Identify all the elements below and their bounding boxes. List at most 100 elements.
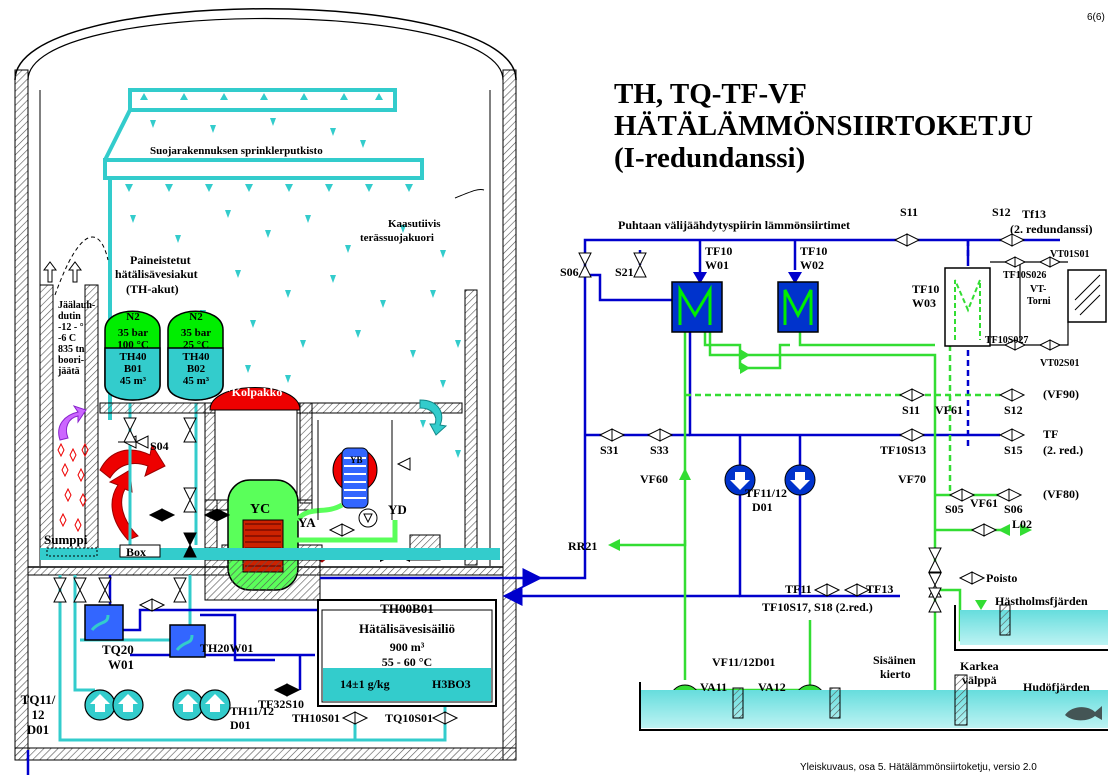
- w02-label-1: TF10: [800, 244, 828, 258]
- ice-label-1: Jäälauh-: [58, 300, 96, 311]
- s12b-label: S12: [1004, 403, 1023, 417]
- heat-exchangers: [671, 267, 1107, 347]
- s15-label: S15: [1004, 443, 1023, 457]
- hastholm-label: Hästholmsfjärden: [995, 594, 1088, 608]
- sprinkler-label: Suojarakennuksen sprinklerputkisto: [150, 145, 323, 157]
- tf10s13-label: TF10S13: [880, 443, 927, 457]
- tank-boron: 14±1 g/kg: [340, 677, 390, 691]
- hx-label: Puhtaan välijäähdytyspiirin lämmönsiirti…: [618, 218, 851, 232]
- s06b-label: S06: [1004, 502, 1023, 516]
- va12-label: VA12: [758, 680, 786, 694]
- hx-inlet-arrows: [693, 272, 802, 284]
- va11-label: VA11: [700, 680, 728, 694]
- w01-label-2: W01: [705, 258, 729, 272]
- tank-chem: H3BO3: [432, 677, 471, 691]
- title-line-3: (I-redundanssi): [614, 142, 806, 174]
- w03-label-2: W03: [912, 296, 936, 310]
- tank-name: Hätälisävesisäiliö: [358, 621, 456, 636]
- ice-condenser: [39, 236, 109, 556]
- rr21-label: RR21: [568, 539, 598, 553]
- yb-label: YB: [350, 455, 363, 465]
- poisto-label: Poisto: [986, 571, 1018, 585]
- tf1112-label-1: TF11/12: [745, 486, 788, 500]
- vf70-label: VF70: [898, 472, 926, 486]
- tank-volume: 900 m³: [389, 640, 425, 654]
- s06-label: S06: [560, 265, 579, 279]
- tf13-label-1: Tf13: [1022, 207, 1046, 221]
- tf10s17-label: TF10S17, S18 (2.red.): [762, 600, 873, 614]
- s12-label: S12: [992, 205, 1011, 219]
- kolpakko-label: "Kolpakko": [225, 385, 290, 399]
- ice-label-5: 835 tn: [58, 344, 85, 355]
- tq10s01-label: TQ10S01: [385, 711, 434, 725]
- tf-red-label: (2. red.): [1043, 443, 1084, 457]
- karkea-label-1: Karkea: [960, 659, 999, 673]
- acc1-volume: 45 m³: [119, 375, 147, 387]
- th1112-label-1: TH11/12: [230, 704, 275, 718]
- vt01s01-label: VT01S01: [1050, 249, 1090, 260]
- th20w01-label: TH20W01: [200, 641, 254, 655]
- acc1-pressure: 35 bar: [117, 327, 149, 339]
- w01-label-1: TF10: [705, 244, 733, 258]
- accumulator-title-3: (TH-akut): [126, 282, 179, 296]
- yd-label: YD: [388, 502, 407, 517]
- steel-shell-label-1: Kaasutiivis: [388, 218, 441, 230]
- sisainen-label-2: kierto: [880, 667, 911, 681]
- page-title: TH, TQ-TF-VF HÄTÄLÄMMÖNSIIRTOKETJU (I-re…: [614, 78, 1033, 174]
- ice-label-6: boori-: [58, 355, 85, 366]
- acc2-id1: TH40: [182, 351, 210, 363]
- tq20-label-1: TQ20: [102, 642, 134, 657]
- accumulator-title-2: hätälisävesiakut: [115, 267, 198, 281]
- tq11-label-2: 12: [31, 707, 45, 722]
- tf11-label: TF11: [785, 582, 812, 596]
- s11b-label: S11: [902, 403, 921, 417]
- th-valves: [118, 417, 356, 558]
- sprinkler-nozzles: [125, 93, 461, 458]
- acc2-id2: B02: [186, 363, 206, 375]
- w02-label-2: W02: [800, 258, 824, 272]
- tf10s026-label: TF10S026: [1003, 270, 1047, 281]
- l02-label: L02: [1012, 517, 1033, 531]
- box-label: Box: [126, 545, 147, 559]
- tf13-label-2: (2. redundanssi): [1010, 222, 1093, 236]
- tq11-label: TQ11/ 12 D01: [20, 692, 56, 737]
- accumulator-title-1: Paineistetut: [130, 253, 191, 267]
- tf-label: TF: [1043, 427, 1059, 441]
- vf80-label: (VF80): [1043, 487, 1079, 501]
- s11-label: S11: [900, 205, 919, 219]
- s21-label: S21: [615, 265, 634, 279]
- sea-basins: [639, 604, 1108, 731]
- vf61b-label: VF61: [970, 496, 998, 510]
- karkea-label-2: välppä: [962, 673, 997, 687]
- vf61-label: VF61: [935, 403, 963, 417]
- acc2-volume: 45 m³: [182, 375, 210, 387]
- th10s01-label: TH10S01: [292, 711, 341, 725]
- vt-label-2: Torni: [1027, 296, 1051, 307]
- accumulator-1-text: N2 35 bar 100 °C TH40 B01 45 m³: [108, 311, 158, 387]
- tf32s10-label: TF32S10: [258, 697, 305, 711]
- acc1-id1: TH40: [119, 351, 147, 363]
- acc2-pressure: 35 bar: [180, 327, 212, 339]
- ice-label-3: -12 - °: [58, 322, 84, 333]
- ya-label: YA: [298, 515, 316, 530]
- title-line-1: TH, TQ-TF-VF: [614, 78, 807, 110]
- s33-label: S33: [650, 443, 669, 457]
- ice-label-4: -6 C: [58, 333, 77, 344]
- s05-label: S05: [945, 502, 964, 516]
- acc2-gas: N2: [189, 311, 203, 323]
- tf10s027-label: TF10S027: [985, 335, 1029, 346]
- acc1-id2: B01: [123, 363, 143, 375]
- tq20-label-2: W01: [108, 657, 134, 672]
- ice-label-7: jäätä: [58, 366, 80, 377]
- w03-label-1: TF10: [912, 282, 940, 296]
- sprinkler-piping: [103, 88, 424, 420]
- vf60-label: VF60: [640, 472, 668, 486]
- tq11-label-1: TQ11/: [20, 692, 56, 707]
- vf90-label: (VF90): [1043, 387, 1079, 401]
- acc1-temp: 100 °C: [117, 339, 149, 351]
- green-arrows: [608, 349, 1032, 610]
- tf1112-label-2: D01: [752, 500, 773, 514]
- vf1112-label: VF11/12D01: [712, 655, 776, 669]
- tq11-label-3: D01: [26, 722, 50, 737]
- th1112-label-2: D01: [230, 718, 251, 732]
